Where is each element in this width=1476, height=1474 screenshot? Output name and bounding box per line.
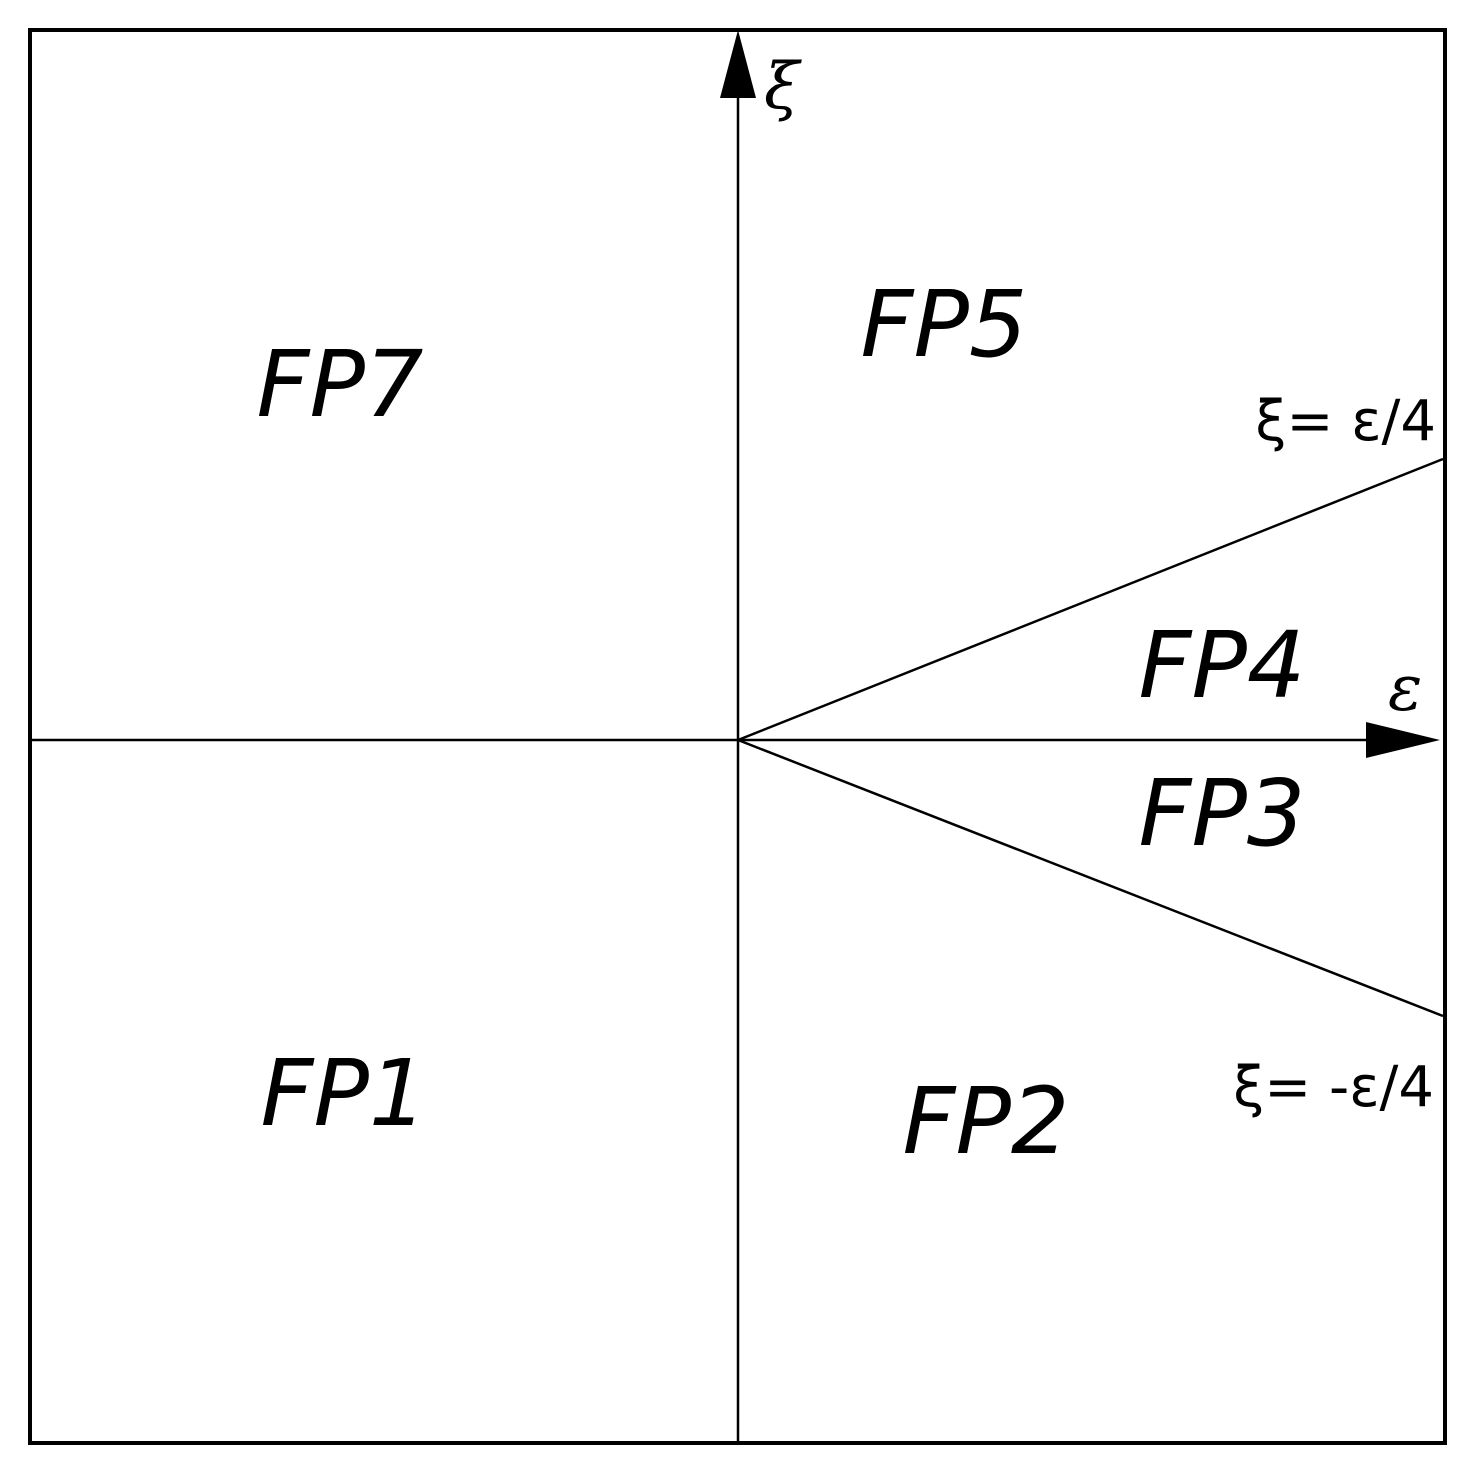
epsilon-axis-label: ε	[1388, 652, 1422, 726]
boundary-label-upper: ξ= ε/4	[1255, 389, 1436, 454]
boundary-label-lower: ξ= -ε/4	[1233, 1055, 1434, 1120]
boundary-line-upper	[737, 457, 1444, 742]
epsilon-axis-arrowhead-icon	[1366, 722, 1440, 758]
diagram-frame	[28, 28, 1447, 1445]
region-label-fp5: FP5	[861, 271, 1028, 378]
region-label-fp4: FP4	[1139, 612, 1306, 719]
xi-axis-label: ξ	[764, 50, 802, 124]
boundary-line-lower	[737, 738, 1444, 1018]
xi-axis-arrowhead-icon	[720, 30, 756, 98]
region-label-fp3: FP3	[1139, 760, 1306, 867]
region-label-fp1: FP1	[261, 1040, 428, 1147]
region-label-fp2: FP2	[903, 1068, 1070, 1175]
region-label-fp7: FP7	[257, 331, 424, 438]
